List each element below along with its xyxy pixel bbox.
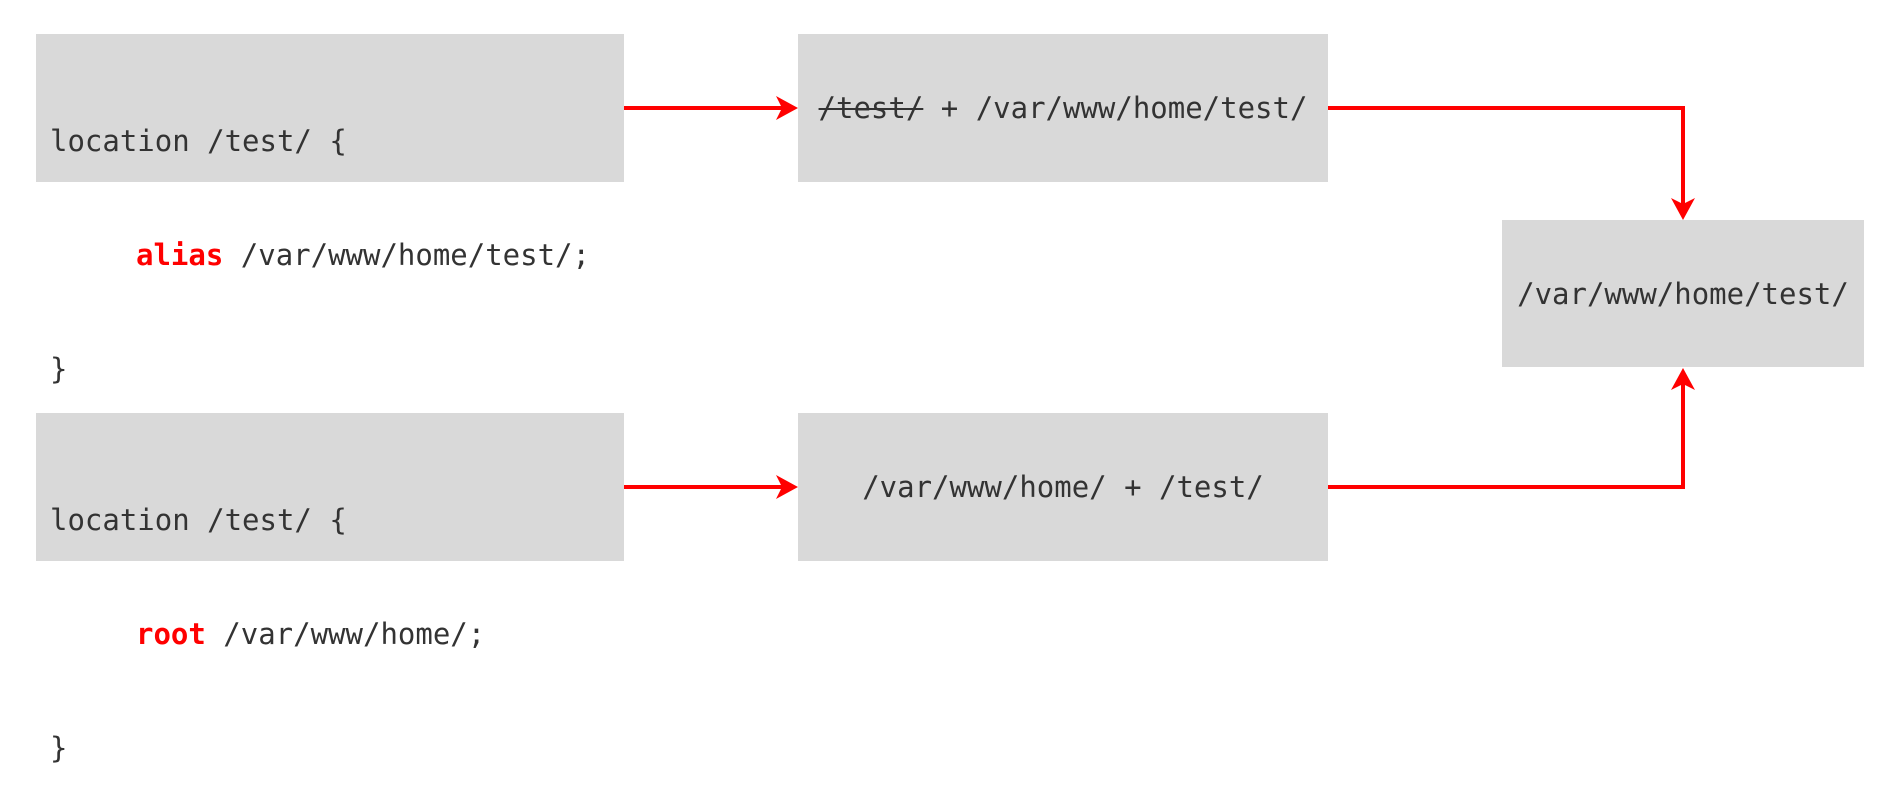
- root-result-text: /var/www/home/ + /test/: [862, 470, 1264, 504]
- alias-config-box: location /test/ { alias /var/www/home/te…: [36, 34, 624, 386]
- alias-closing-brace: }: [50, 352, 68, 386]
- root-closing-brace: }: [50, 731, 68, 765]
- root-directive-line: root /var/www/home/;: [50, 615, 624, 653]
- alias-path: /var/www/home/test/;: [223, 238, 590, 272]
- arrowhead-root-right: [776, 475, 798, 499]
- alias-removed-segment: /test/: [818, 91, 924, 125]
- arrow-root-result-to-final: [1328, 380, 1685, 489]
- root-location-line: location /test/ {: [50, 503, 347, 537]
- arrowhead-top-down: [1671, 198, 1695, 220]
- alias-directive-line: alias /var/www/home/test/;: [50, 236, 624, 274]
- arrowhead-bottom-up: [1671, 368, 1695, 390]
- arrow-alias-result-to-final: [1328, 106, 1685, 208]
- alias-result-path: /var/www/home/test/: [975, 91, 1308, 125]
- alias-plus: +: [923, 91, 976, 125]
- final-result-text: /var/www/home/test/: [1517, 276, 1849, 311]
- arrowhead-alias-right: [776, 96, 798, 120]
- root-path: /var/www/home/;: [205, 617, 486, 651]
- final-result-box: /var/www/home/test/: [1502, 220, 1864, 367]
- alias-result-box: /test/ + /var/www/home/test/: [798, 34, 1328, 182]
- alias-location-line: location /test/ {: [50, 124, 347, 158]
- arrows-layer: [624, 96, 1695, 499]
- root-keyword: root: [136, 617, 206, 651]
- root-result-box: /var/www/home/ + /test/: [798, 413, 1328, 561]
- alias-keyword: alias: [136, 238, 224, 272]
